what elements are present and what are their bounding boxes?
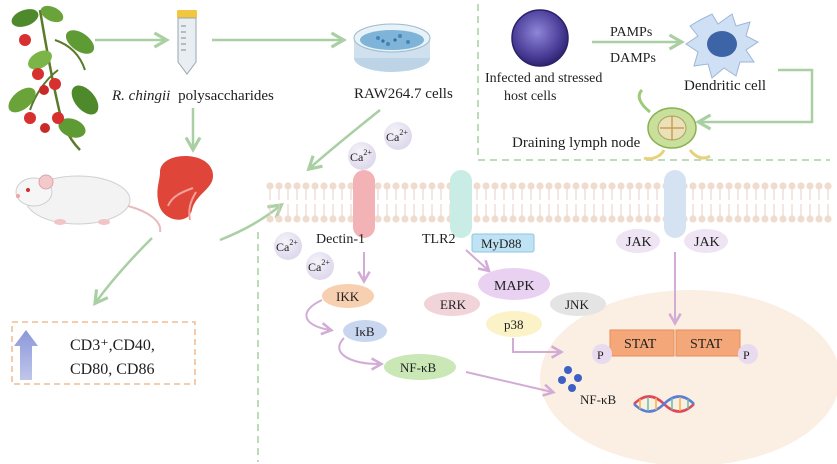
arrow-kidney-to-markers xyxy=(93,237,153,306)
mouse-icon xyxy=(15,174,162,233)
infected-cells-label-1: Infected and stressed xyxy=(485,71,602,86)
calcium-ion-2: Ca2+ xyxy=(348,142,376,170)
raspberry-plant-icon xyxy=(8,5,99,151)
arrow-ikk-to-ikb xyxy=(305,299,334,336)
phosphate-right xyxy=(738,344,758,364)
arrow-mapk-to-nucleus xyxy=(512,338,564,359)
upregulation-arrow-icon xyxy=(14,330,38,380)
nfkb-label: NF-κB xyxy=(400,360,436,375)
dectin-1-receptor xyxy=(353,170,375,238)
stat-right-label: STAT xyxy=(690,337,723,352)
erk-node xyxy=(424,292,480,316)
nucleus xyxy=(540,290,837,464)
jak-right-label: JAK xyxy=(694,235,720,250)
jnk-node xyxy=(550,292,606,316)
p38-node xyxy=(486,311,542,337)
markers-box xyxy=(11,321,196,385)
dectin-1-label: Dectin-1 xyxy=(316,232,365,247)
svg-text:Ca2+: Ca2+ xyxy=(386,128,408,144)
svg-text:Ca2+: Ca2+ xyxy=(276,238,298,254)
calcium-ion-3: Ca2+ xyxy=(274,232,302,260)
stat-left-box xyxy=(609,329,675,357)
tlr2-receptor xyxy=(450,170,472,238)
phosphate-left-label: P xyxy=(597,348,604,362)
arrow-tlr2-to-mapk xyxy=(465,249,491,273)
markers-line1: CD3⁺,CD40, xyxy=(70,337,155,354)
svg-text:Ca2+: Ca2+ xyxy=(308,258,330,274)
centrifuge-tube-icon xyxy=(177,10,197,75)
infected-cells-label-2: host cells xyxy=(504,89,557,104)
lymph-node-icon xyxy=(637,88,711,161)
myd88-box xyxy=(471,233,535,253)
arrow-cells-to-membrane xyxy=(306,109,381,172)
immune-panel-border xyxy=(477,4,830,161)
jak-right-node xyxy=(684,229,728,253)
dendritic-cell-label: Dendritic cell xyxy=(684,78,766,94)
jnk-label: JNK xyxy=(565,297,589,312)
ikb-label: IκB xyxy=(355,324,375,339)
ikk-label: IKK xyxy=(336,289,360,304)
jak-left-label: JAK xyxy=(626,235,652,250)
ikb-node xyxy=(343,320,387,342)
phosphate-left xyxy=(592,344,612,364)
nucleus-nfkb-label: NF-κB xyxy=(580,392,616,407)
jak-left-node xyxy=(616,229,660,253)
mapk-label: MAPK xyxy=(494,279,534,294)
arrow-ikb-to-nfkb xyxy=(338,337,384,371)
phosphate-right-label: P xyxy=(743,348,750,362)
polysaccharides-label: R. chingii polysaccharides xyxy=(111,88,274,104)
stat-right-box xyxy=(675,329,741,357)
pamps-label: PAMPs xyxy=(610,25,652,40)
mapk-node xyxy=(478,268,550,300)
arrow-nfkb-to-nucleus xyxy=(465,371,556,397)
p38-label: p38 xyxy=(504,317,524,332)
calcium-ion-1: Ca2+ xyxy=(384,122,412,150)
lymph-node-label: Draining lymph node xyxy=(512,135,641,151)
jak-receptor xyxy=(664,170,686,238)
damps-label: DAMPs xyxy=(610,51,656,66)
infected-cell-icon xyxy=(511,9,569,67)
myd88-label: MyD88 xyxy=(481,236,521,251)
nfkb-node xyxy=(384,354,456,380)
cell-membrane xyxy=(266,182,832,223)
arrow-dendritic-to-lymph xyxy=(695,68,814,131)
arrow-kidney-to-membrane xyxy=(219,202,284,242)
raw-cells-label: RAW264.7 cells xyxy=(354,86,453,102)
kidney-icon xyxy=(157,155,214,221)
svg-text:Ca2+: Ca2+ xyxy=(350,148,372,164)
tlr2-label: TLR2 xyxy=(422,232,455,247)
dna-icon xyxy=(633,395,695,413)
petri-dish-icon xyxy=(353,23,431,72)
stat-left-label: STAT xyxy=(624,337,657,352)
ikk-node xyxy=(322,284,374,308)
erk-label: ERK xyxy=(440,297,467,312)
calcium-ion-4: Ca2+ xyxy=(306,252,334,280)
nfkb-molecules-icon xyxy=(558,366,582,392)
dendritic-cell-icon xyxy=(685,13,759,79)
markers-line2: CD80, CD86 xyxy=(70,361,154,378)
